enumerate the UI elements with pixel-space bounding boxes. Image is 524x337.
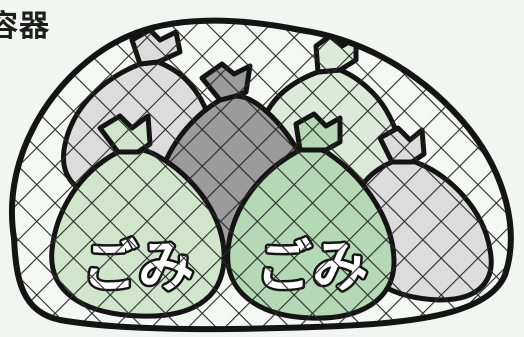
net-mesh xyxy=(11,20,511,330)
net-outline xyxy=(9,17,514,333)
cropped-heading-text: 容器 xyxy=(0,9,50,44)
